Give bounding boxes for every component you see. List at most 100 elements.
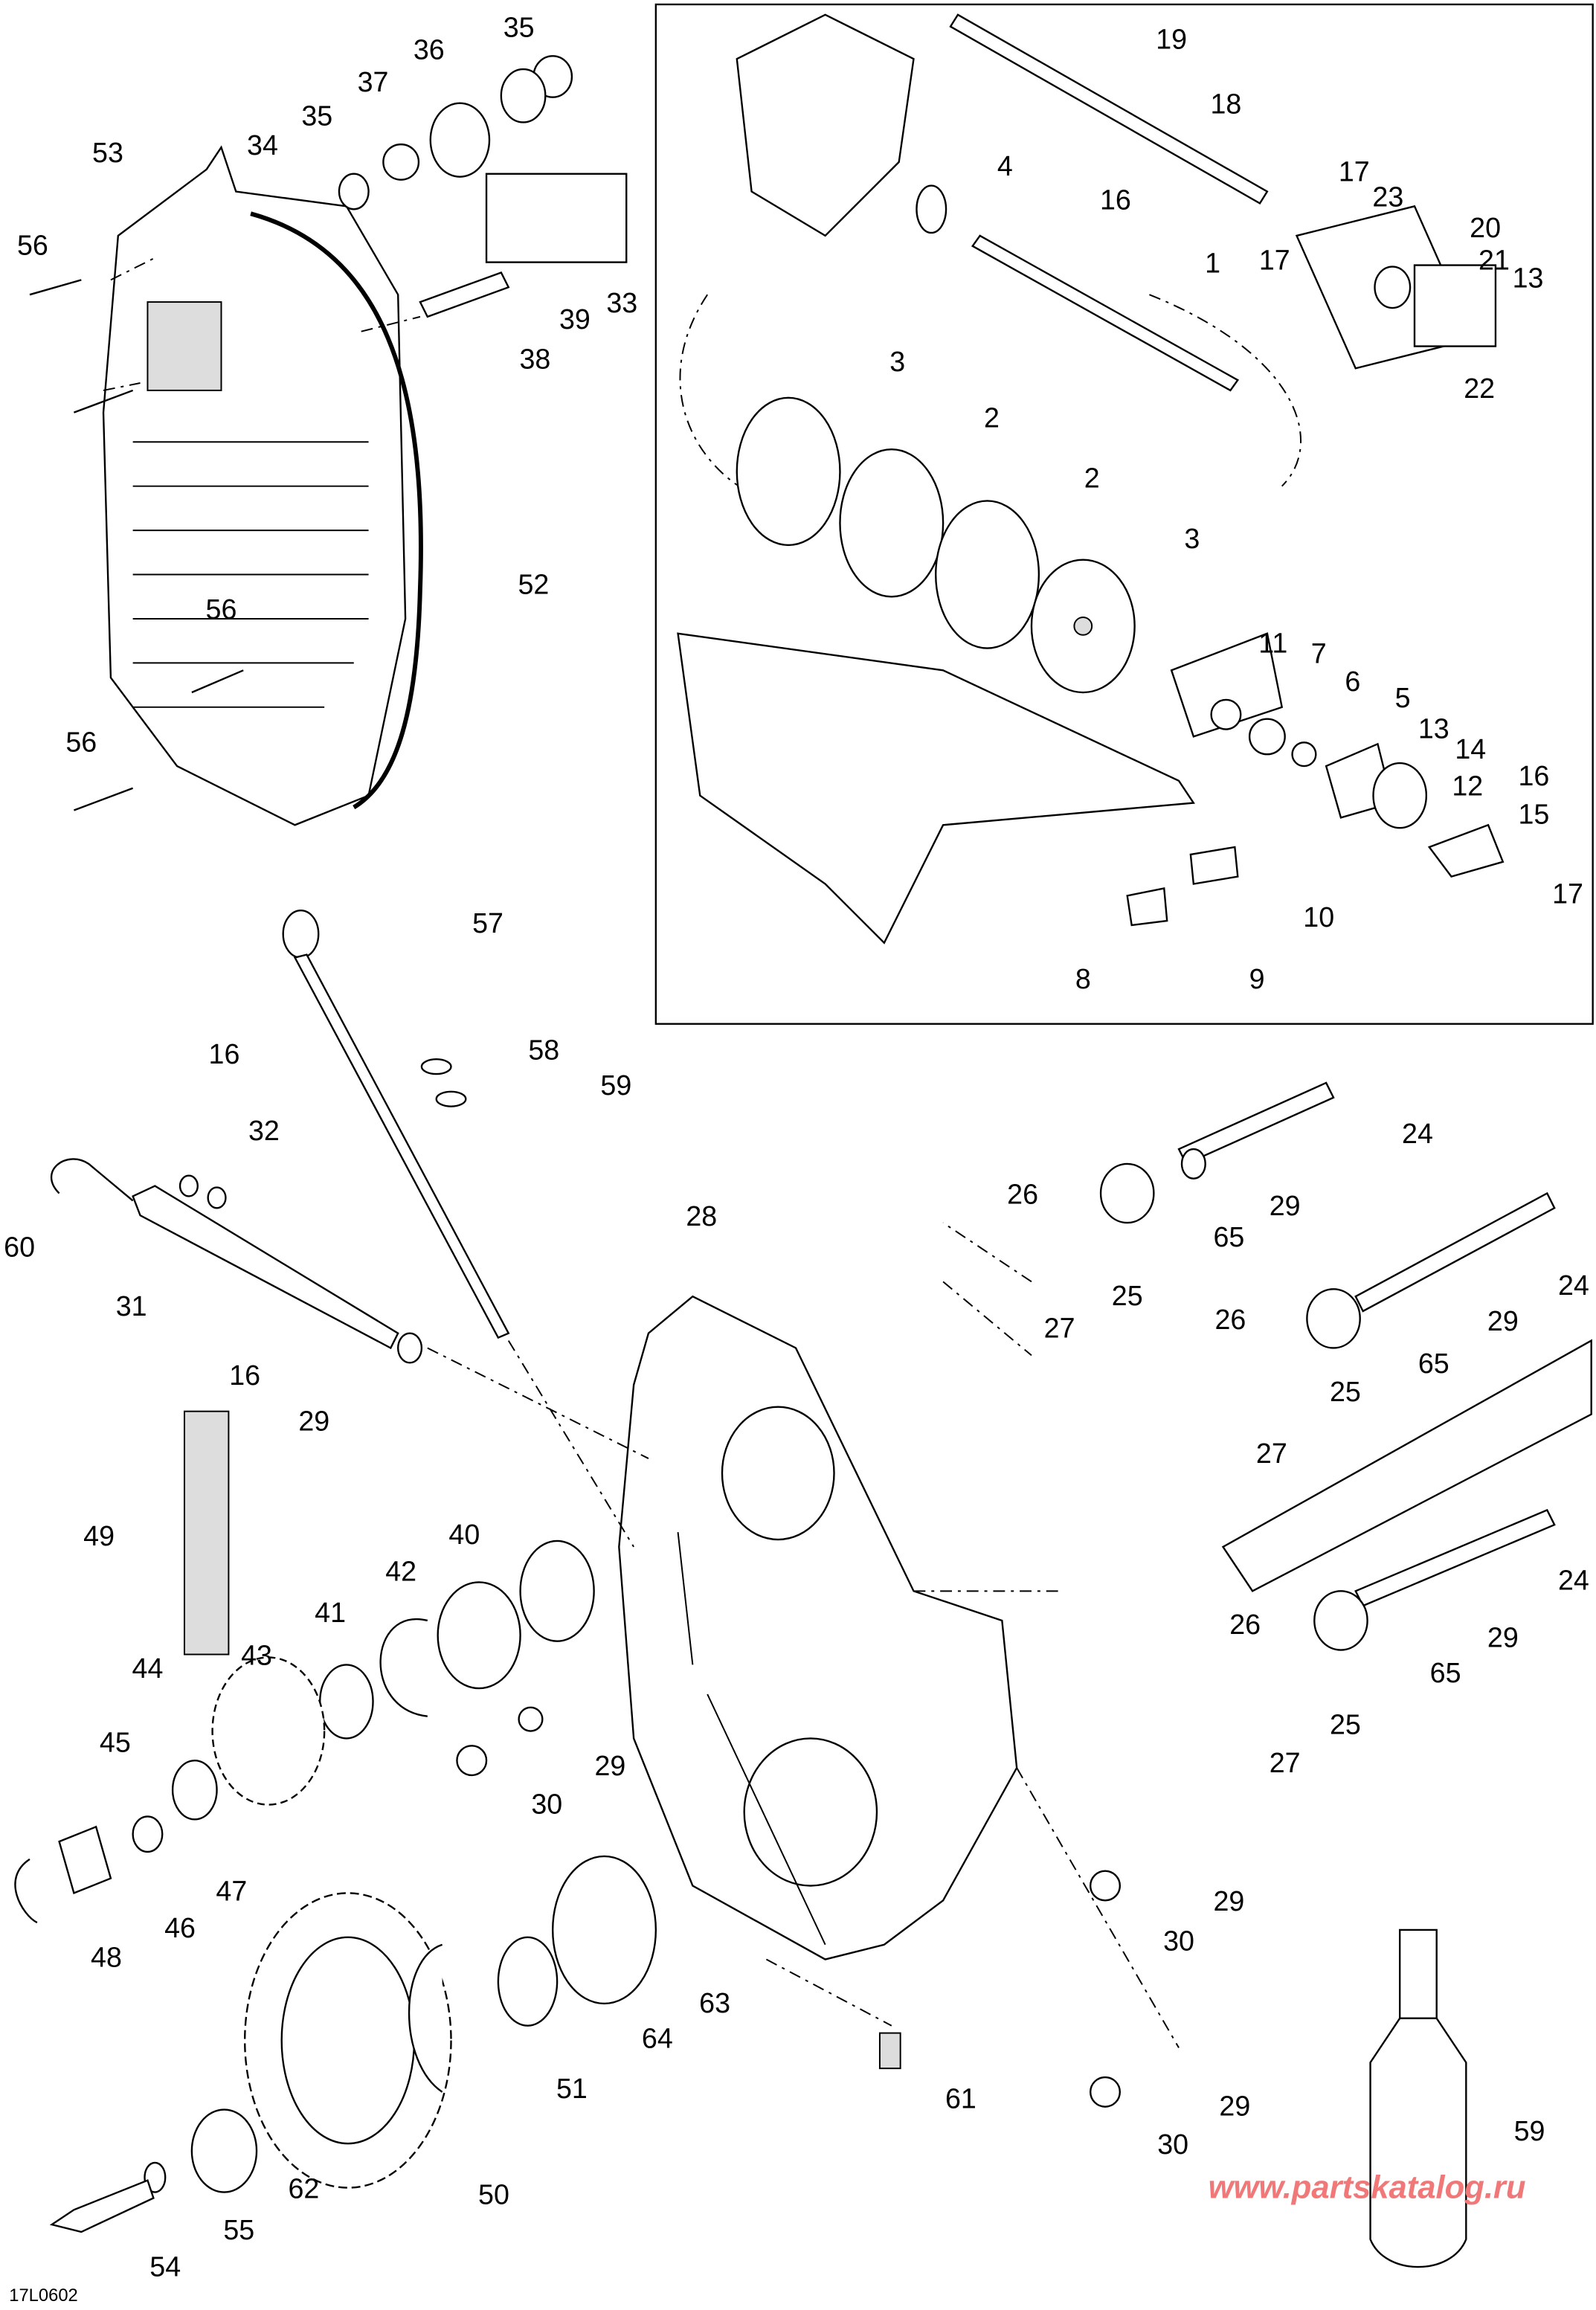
part-label-23: 23 xyxy=(1372,181,1403,212)
part-label-3: 3 xyxy=(889,346,905,377)
part-label-56: 56 xyxy=(17,230,48,261)
part-label-25: 25 xyxy=(1330,1376,1361,1407)
part-label-59: 59 xyxy=(600,1069,631,1101)
assembly-lines xyxy=(103,257,1180,2048)
part-label-65: 65 xyxy=(1418,1348,1449,1379)
part-label-57: 57 xyxy=(472,907,503,939)
part-label-29: 29 xyxy=(1487,1305,1519,1336)
part-label-17: 17 xyxy=(1339,156,1370,187)
part-label-55: 55 xyxy=(223,2214,254,2245)
part-label-7: 7 xyxy=(1311,637,1327,669)
chaincase-cover xyxy=(102,145,423,826)
part-label-35: 35 xyxy=(301,100,332,131)
part-label-49: 49 xyxy=(83,1520,115,1551)
part-label-65: 65 xyxy=(1213,1221,1244,1252)
part-label-11: 11 xyxy=(1258,628,1287,659)
part-label-16: 16 xyxy=(1519,760,1550,791)
diagram-code: 17L0602 xyxy=(9,2285,78,2306)
part-label-14: 14 xyxy=(1455,733,1486,765)
part-label-2: 2 xyxy=(984,402,1000,433)
part-label-16: 16 xyxy=(209,1038,240,1069)
part-label-40: 40 xyxy=(448,1519,480,1550)
part-label-61: 61 xyxy=(945,2083,976,2114)
part-label-29: 29 xyxy=(595,1750,626,1781)
part-label-30: 30 xyxy=(1163,1925,1194,1957)
part-label-24: 24 xyxy=(1402,1118,1433,1149)
part-label-24: 24 xyxy=(1558,1270,1589,1301)
part-label-38: 38 xyxy=(519,343,550,374)
oil-bottle xyxy=(1369,1928,1467,2268)
tensioner-bolt xyxy=(50,1158,423,1364)
part-label-29: 29 xyxy=(1270,1190,1301,1221)
part-label-62: 62 xyxy=(288,2172,319,2204)
part-label-25: 25 xyxy=(1112,1280,1143,1311)
part-label-33: 33 xyxy=(606,287,637,318)
part-label-29: 29 xyxy=(298,1405,329,1436)
part-label-13: 13 xyxy=(1513,262,1544,293)
part-label-2: 2 xyxy=(1084,463,1100,494)
part-label-27: 27 xyxy=(1270,1747,1301,1778)
part-label-41: 41 xyxy=(315,1597,346,1628)
part-label-47: 47 xyxy=(216,1875,247,1906)
part-label-24: 24 xyxy=(1558,1564,1589,1595)
part-label-8: 8 xyxy=(1075,963,1091,994)
part-label-56: 56 xyxy=(206,593,237,625)
drive-chain xyxy=(183,1410,230,1656)
part-label-31: 31 xyxy=(116,1290,147,1322)
part-label-10: 10 xyxy=(1303,901,1334,933)
part-label-17: 17 xyxy=(1259,245,1290,276)
part-label-54: 54 xyxy=(149,2251,181,2282)
part-label-18: 18 xyxy=(1211,89,1242,120)
part-label-16: 16 xyxy=(1100,184,1131,215)
part-label-32: 32 xyxy=(248,1115,280,1146)
part-label-52: 52 xyxy=(518,568,550,599)
part-label-3: 3 xyxy=(1184,523,1200,554)
part-label-21: 21 xyxy=(1478,245,1510,276)
part-label-65: 65 xyxy=(1430,1657,1461,1688)
part-label-19: 19 xyxy=(1156,23,1187,54)
part-label-60: 60 xyxy=(4,1232,35,1263)
part-label-28: 28 xyxy=(686,1200,717,1232)
part-label-5: 5 xyxy=(1395,682,1411,713)
part-label-35: 35 xyxy=(503,12,535,43)
chaincase-housing xyxy=(618,1295,1018,1960)
part-label-13: 13 xyxy=(1418,712,1449,744)
part-label-30: 30 xyxy=(531,1788,562,1819)
part-label-34: 34 xyxy=(247,129,278,161)
part-label-48: 48 xyxy=(91,1941,122,1972)
part-label-26: 26 xyxy=(1007,1178,1038,1209)
part-label-16: 16 xyxy=(229,1360,260,1391)
part-number-labels: 3536373534535633393852565619184161723172… xyxy=(4,12,1589,2282)
part-label-58: 58 xyxy=(528,1034,559,1065)
part-label-25: 25 xyxy=(1330,1709,1361,1740)
part-label-36: 36 xyxy=(414,33,445,65)
part-label-27: 27 xyxy=(1044,1313,1075,1344)
part-label-43: 43 xyxy=(241,1639,272,1670)
part-label-17: 17 xyxy=(1552,878,1583,909)
part-label-45: 45 xyxy=(100,1726,131,1757)
part-label-9: 9 xyxy=(1249,963,1265,994)
part-label-6: 6 xyxy=(1345,666,1360,697)
drive-gears xyxy=(14,1540,901,2233)
part-label-37: 37 xyxy=(358,66,389,97)
part-label-1: 1 xyxy=(1205,247,1220,278)
part-label-29: 29 xyxy=(1219,2091,1250,2122)
part-label-44: 44 xyxy=(132,1653,164,1684)
part-label-64: 64 xyxy=(642,2022,673,2053)
watermark: www.partskatalog.ru xyxy=(1209,2169,1526,2205)
part-label-42: 42 xyxy=(385,1556,416,1587)
part-label-39: 39 xyxy=(559,303,591,335)
mounting-bolts xyxy=(1090,1081,1592,2108)
part-label-46: 46 xyxy=(164,1912,196,1943)
part-label-50: 50 xyxy=(478,2178,509,2210)
part-label-12: 12 xyxy=(1452,770,1483,802)
bearing-stack xyxy=(29,55,628,811)
part-label-4: 4 xyxy=(997,150,1013,181)
part-label-29: 29 xyxy=(1213,1885,1244,1917)
part-label-59: 59 xyxy=(1514,2115,1545,2146)
drive-axle-assembly xyxy=(677,13,1505,945)
part-label-26: 26 xyxy=(1214,1304,1246,1335)
dipstick xyxy=(282,909,510,1339)
inset-frame xyxy=(654,3,1594,1025)
